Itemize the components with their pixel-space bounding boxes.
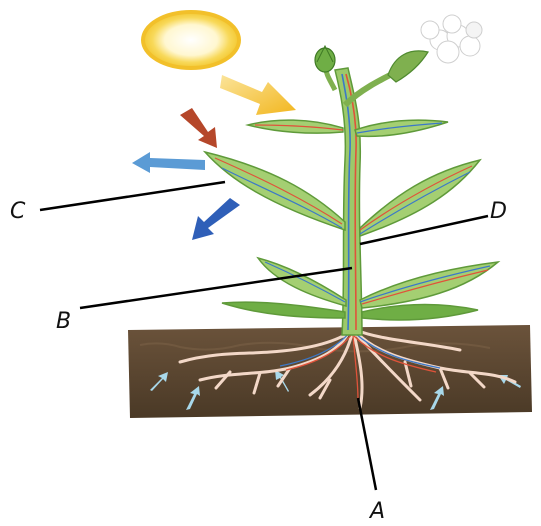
sun-icon <box>143 12 239 68</box>
label-d: D <box>490 199 507 224</box>
dark-blue-arrow-icon <box>192 198 240 240</box>
light-blue-arrow-icon <box>132 152 205 173</box>
flower-icon <box>388 15 482 82</box>
pointer-line-c <box>40 182 225 210</box>
label-a: A <box>368 499 385 524</box>
leaf <box>355 120 448 136</box>
label-c: C <box>10 199 26 224</box>
leaf <box>248 120 343 133</box>
red-arrow-icon <box>180 108 217 148</box>
sun-ray-arrow-icon <box>220 75 296 115</box>
leaf <box>362 305 478 320</box>
bud-icon <box>315 46 335 72</box>
leaf <box>222 302 345 318</box>
label-b: B <box>56 309 71 334</box>
